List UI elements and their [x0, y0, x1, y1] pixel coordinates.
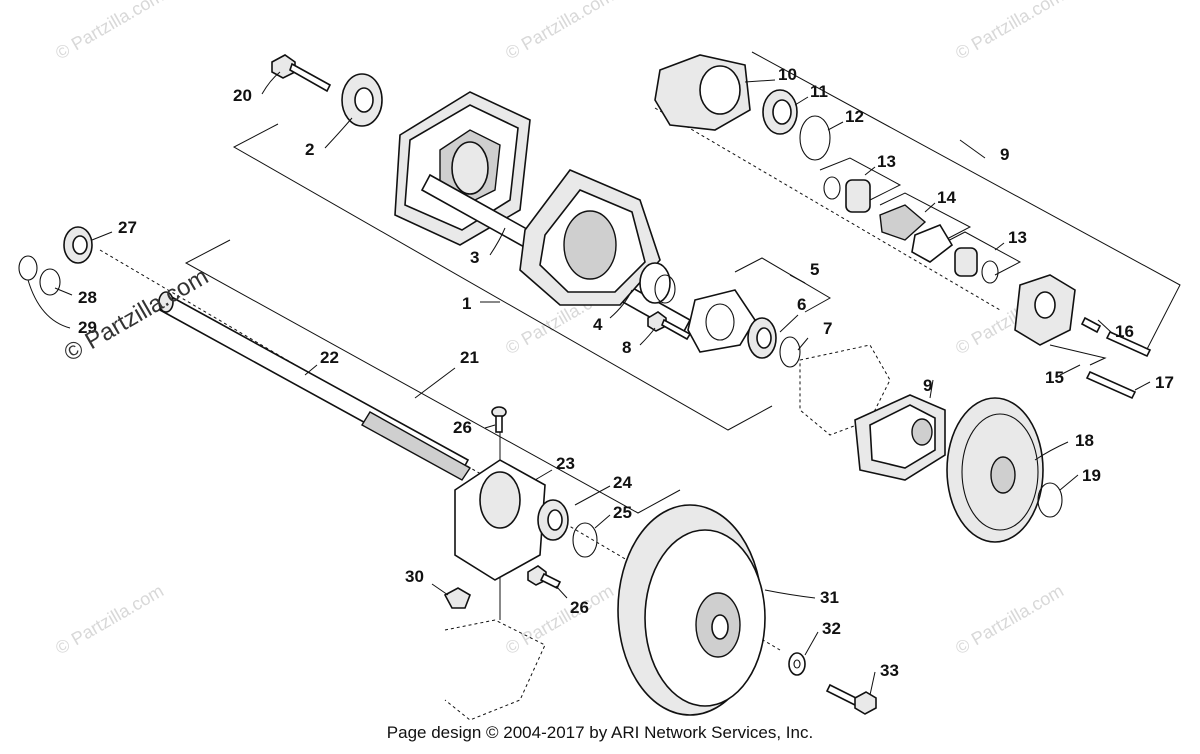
part-14-brake-pads[interactable] — [879, 204, 954, 263]
callout-19[interactable]: 19 — [1082, 466, 1101, 485]
callout-29[interactable]: 29 — [78, 318, 97, 337]
watermark: © Partzilla.com — [52, 580, 167, 658]
bracket-13b — [939, 231, 1022, 276]
part-20-bolt[interactable] — [271, 54, 332, 93]
leader-lines — [27, 71, 1151, 696]
part-28-clamp[interactable] — [39, 268, 61, 296]
part-10-caliper-housing[interactable] — [654, 54, 751, 131]
bracket-9 — [751, 51, 1181, 356]
callout-13-lower[interactable]: 13 — [1008, 228, 1027, 247]
callout-33[interactable]: 33 — [880, 661, 899, 680]
part-7-snap-ring[interactable] — [779, 336, 801, 368]
callout-2[interactable]: 2 — [305, 140, 314, 159]
callout-20[interactable]: 20 — [233, 86, 252, 105]
part-2-seal[interactable] — [341, 73, 383, 127]
callout-1[interactable]: 1 — [462, 294, 471, 313]
callout-9-lower[interactable]: 9 — [923, 376, 932, 395]
part-17-bolts[interactable] — [1085, 330, 1152, 400]
part-19-snap-ring[interactable] — [1037, 482, 1063, 518]
callout-22[interactable]: 22 — [320, 348, 339, 367]
callout-21[interactable]: 21 — [460, 348, 479, 367]
callout-14[interactable]: 14 — [937, 188, 956, 207]
callout-24[interactable]: 24 — [613, 473, 632, 492]
part-4-sprocket[interactable] — [519, 169, 676, 306]
axis-line — [654, 107, 1001, 311]
part-13-piston-b[interactable] — [954, 247, 999, 284]
callout-16[interactable]: 16 — [1115, 322, 1134, 341]
part-30-nut[interactable] — [443, 587, 471, 609]
callout-3[interactable]: 3 — [470, 248, 479, 267]
part-27-bearing-collar[interactable] — [63, 226, 93, 264]
watermark: © Partzilla.com — [502, 0, 617, 63]
callout-26-bottom[interactable]: 26 — [570, 598, 589, 617]
watermark: © Partzilla.com — [952, 580, 1067, 658]
callout-15[interactable]: 15 — [1045, 368, 1064, 387]
part-29-clamp[interactable] — [18, 255, 38, 281]
part-33-bolt[interactable] — [825, 683, 877, 715]
bracket-1 — [232, 123, 773, 431]
callout-11[interactable]: 11 — [810, 82, 828, 101]
callout-labels: 20 2 3 4 1 5 6 7 8 9 9 10 11 12 13 13 14… — [78, 65, 1174, 680]
frame-outline — [444, 619, 546, 721]
callout-4[interactable]: 4 — [593, 315, 603, 334]
part-8-bolt[interactable] — [647, 311, 692, 341]
part-6-bearing[interactable] — [747, 317, 777, 359]
part-16-caliper-half[interactable] — [1014, 274, 1102, 346]
part-13-piston-a[interactable] — [823, 176, 871, 213]
part-24-bearing[interactable] — [537, 499, 569, 541]
part-15-pin-clip[interactable] — [1049, 344, 1107, 366]
callout-6[interactable]: 6 — [797, 295, 806, 314]
watermark: © Partzilla.com — [502, 580, 617, 658]
callout-17[interactable]: 17 — [1155, 373, 1174, 392]
part-26-screw-top[interactable] — [491, 406, 507, 433]
callout-9-top[interactable]: 9 — [1000, 145, 1009, 164]
bracket-14 — [879, 192, 972, 241]
watermark: © Partzilla.com — [952, 0, 1067, 63]
part-23-flange-plate[interactable] — [454, 459, 546, 581]
callout-18[interactable]: 18 — [1075, 431, 1094, 450]
callout-26-top[interactable]: 26 — [453, 418, 472, 437]
callout-30[interactable]: 30 — [405, 567, 424, 586]
part-11-bearing[interactable] — [762, 89, 798, 135]
footer-credit: Page design © 2004-2017 by ARI Network S… — [387, 723, 813, 742]
part-25-snap-ring[interactable] — [572, 522, 598, 558]
callout-12[interactable]: 12 — [845, 107, 864, 126]
part-5-bearing-plate[interactable] — [687, 289, 756, 353]
callout-5[interactable]: 5 — [810, 260, 819, 279]
callout-28[interactable]: 28 — [78, 288, 97, 307]
part-32-washer[interactable] — [788, 652, 806, 676]
part-26-screw-bottom[interactable] — [527, 565, 562, 590]
callout-27[interactable]: 27 — [118, 218, 137, 237]
callout-32[interactable]: 32 — [822, 619, 841, 638]
watermark: © Partzilla.com — [52, 0, 167, 63]
callout-25[interactable]: 25 — [613, 503, 632, 522]
part-9-caliper[interactable] — [854, 394, 946, 481]
bracket-21 — [184, 239, 681, 514]
callout-7[interactable]: 7 — [823, 319, 832, 338]
part-18-brake-disc[interactable] — [946, 397, 1044, 543]
bracket-13a — [819, 157, 902, 201]
part-12-o-ring[interactable] — [799, 115, 831, 161]
callout-31[interactable]: 31 — [820, 588, 839, 607]
part-31-clutch[interactable] — [617, 504, 766, 716]
callout-8[interactable]: 8 — [622, 338, 631, 357]
callout-23[interactable]: 23 — [556, 454, 575, 473]
part-22-jackshaft[interactable] — [158, 291, 472, 481]
callout-13-top[interactable]: 13 — [877, 152, 896, 171]
callout-10[interactable]: 10 — [778, 65, 797, 84]
